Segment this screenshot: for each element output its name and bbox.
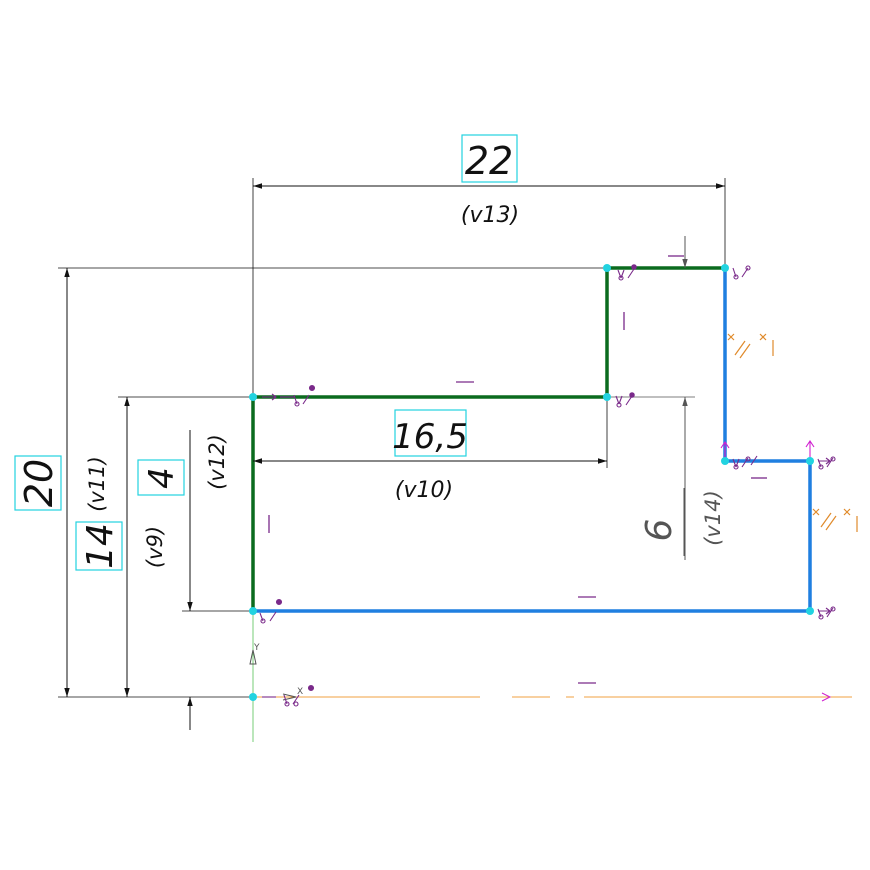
- dim-mid-height-box: [75, 521, 123, 571]
- dim-step-height-variable: (v14): [701, 490, 725, 546]
- extension-lines: [58, 178, 726, 698]
- y-axis-arrow-icon: [249, 649, 257, 665]
- vertex-point[interactable]: [603, 264, 611, 272]
- parallel-constraint-icon: [727, 333, 774, 359]
- coincident-constraint-icon: [817, 456, 836, 470]
- profile-blue-segment[interactable]: [253, 268, 812, 613]
- vertex-point[interactable]: [603, 393, 611, 401]
- vertex-point[interactable]: [721, 264, 729, 272]
- dim-mid-height-variable: (v9): [143, 526, 167, 568]
- dim-top-width-value[interactable]: 22: [465, 139, 513, 183]
- y-axis-label: Y: [253, 643, 260, 653]
- dim-total-height-variable: (v11): [85, 456, 109, 512]
- dim-bottom-height[interactable]: 4 (v12): [137, 434, 229, 496]
- step-dimension-lines: [682, 236, 688, 560]
- vertex-point[interactable]: [249, 393, 257, 401]
- dim-total-height-value[interactable]: 20: [17, 459, 61, 507]
- coordinate-axes: Y X: [249, 612, 852, 742]
- dim-inner-width-box: [394, 409, 467, 457]
- coincident-constraint-icon: [259, 598, 283, 624]
- x-axis-label: X: [297, 687, 303, 697]
- parallel-constraints: [727, 333, 858, 532]
- coincident-constraint-icon: [262, 684, 315, 707]
- coincident-constraint-icon: [732, 455, 758, 470]
- vertex-point[interactable]: [249, 607, 257, 615]
- dim-step-height[interactable]: 6 (v14): [639, 490, 725, 546]
- x-axis-origin-arrow-icon: [282, 693, 297, 701]
- coincident-constraint-icon: [817, 606, 836, 620]
- direction-markers: [720, 440, 815, 461]
- grey-extension-lines: [607, 267, 725, 398]
- dim-top-width-box: [461, 134, 518, 183]
- coincident-constraint-icon: [732, 265, 751, 280]
- dimension-lines: [64, 183, 725, 730]
- vertex-point[interactable]: [721, 457, 729, 465]
- dim-bottom-height-value[interactable]: 4: [142, 467, 182, 489]
- coincident-constraints: [259, 264, 836, 707]
- dim-mid-height[interactable]: 14 (v9): [75, 521, 167, 571]
- coincident-constraint-icon: [617, 264, 637, 281]
- dim-bottom-height-box: [137, 459, 185, 496]
- dim-mid-height-value[interactable]: 14: [80, 523, 121, 569]
- profile-green-segment[interactable]: [251, 266, 725, 611]
- dim-top-width-variable: (v13): [461, 203, 519, 228]
- vertex-point[interactable]: [806, 457, 814, 465]
- dim-top-width[interactable]: 22 (v13): [461, 134, 519, 228]
- x-axis-arrow-icon: [821, 692, 832, 702]
- dim-inner-width[interactable]: 16,5 (v10): [392, 409, 468, 503]
- vertex-point[interactable]: [806, 607, 814, 615]
- dim-total-height[interactable]: 20 (v11): [14, 455, 109, 512]
- dim-inner-width-variable: (v10): [395, 478, 453, 503]
- dim-step-height-value[interactable]: 6: [639, 519, 680, 542]
- coincident-constraint-icon: [615, 392, 635, 408]
- dim-bottom-height-variable: (v12): [205, 434, 229, 490]
- dim-inner-width-value[interactable]: 16,5: [392, 417, 468, 457]
- coincident-constraint-icon: [262, 384, 316, 407]
- dim-total-height-box: [14, 455, 62, 511]
- hv-constraint-markers: [268, 255, 767, 598]
- parallel-constraint-icon: [812, 508, 858, 532]
- sketch-points[interactable]: [249, 264, 814, 701]
- origin-icon[interactable]: [249, 693, 257, 701]
- sketch-profile[interactable]: [251, 266, 812, 613]
